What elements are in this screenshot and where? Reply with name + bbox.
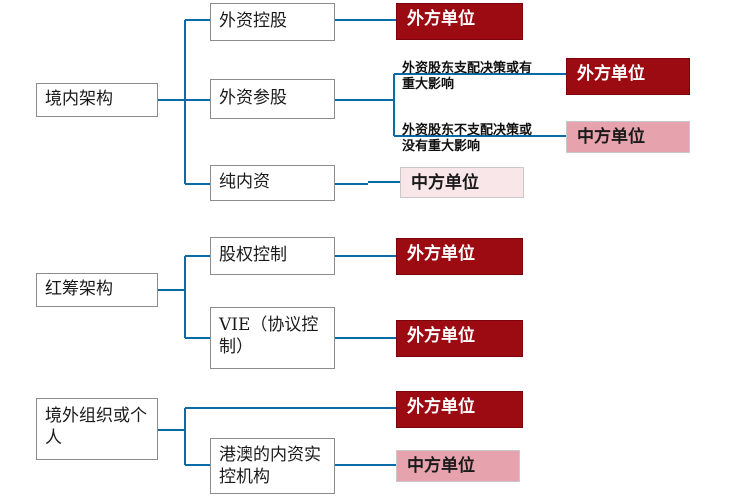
sub-hk-macao-label: 港澳的内资实控机构 <box>219 445 321 487</box>
root-redchip-structure: 红筹架构 <box>36 273 158 307</box>
sub-equity-control-label: 股权控制 <box>219 245 287 265</box>
sub-pure-domestic: 纯内资 <box>210 165 335 201</box>
sub-vie-label: VIE（协议控制） <box>219 315 319 357</box>
root-onshore-structure: 境内架构 <box>36 83 158 117</box>
sub-foreign-control-label: 外资控股 <box>219 11 287 31</box>
root-overseas-entity: 境外组织或个人 <box>36 398 158 460</box>
result-foreign-unit: 外方单位 <box>396 320 523 357</box>
condition-major-influence: 外资股东支配决策或有重大影响 <box>402 61 533 92</box>
result-chinese-unit: 中方单位 <box>396 450 520 482</box>
root-onshore-label: 境内架构 <box>45 89 113 109</box>
sub-foreign-stake-label: 外资参股 <box>219 88 287 108</box>
sub-pure-domestic-label: 纯内资 <box>219 172 270 192</box>
result-foreign-unit: 外方单位 <box>396 238 523 275</box>
condition-no-major-influence: 外资股东不支配决策或没有重大影响 <box>402 123 533 154</box>
sub-vie: VIE（协议控制） <box>210 307 335 369</box>
sub-foreign-control: 外资控股 <box>210 3 335 41</box>
result-foreign-unit: 外方单位 <box>566 58 690 95</box>
root-overseas-label: 境外组织或个人 <box>45 406 147 448</box>
sub-hk-macao: 港澳的内资实控机构 <box>210 438 335 494</box>
result-chinese-unit: 中方单位 <box>400 167 524 198</box>
result-foreign-unit: 外方单位 <box>396 3 523 40</box>
sub-foreign-stake: 外资参股 <box>210 79 335 119</box>
result-chinese-unit: 中方单位 <box>566 121 690 153</box>
sub-equity-control: 股权控制 <box>210 237 335 275</box>
result-foreign-unit: 外方单位 <box>396 391 523 428</box>
root-redchip-label: 红筹架构 <box>45 279 113 299</box>
